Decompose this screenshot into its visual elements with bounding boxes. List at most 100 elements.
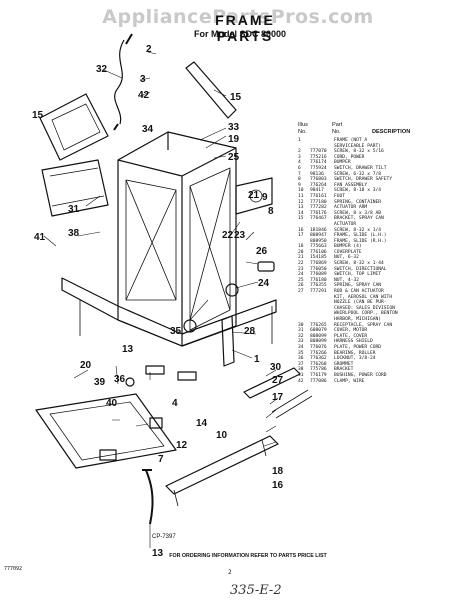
part-description: SCREW, 8 x 3/8 AB	[334, 210, 382, 216]
part-description: CLAMP, WIRE	[334, 378, 365, 384]
part-illus-no: 1	[298, 138, 301, 143]
part-number: 775924	[310, 165, 327, 171]
part-number: 776265	[310, 322, 327, 328]
part-illus-no: 14	[298, 210, 304, 216]
diagram-lines	[35, 33, 313, 548]
parts-row: ACTUATOR	[298, 222, 470, 228]
part-description: SWITCH, DIRECTIONAL	[334, 266, 387, 272]
callout-number: 20	[80, 360, 92, 371]
part-number: 776803	[310, 177, 327, 183]
part-illus-no: 20	[298, 249, 304, 255]
callout-number: 15	[230, 92, 242, 103]
callout-number: 42	[138, 90, 150, 101]
part-illus-no: 30	[298, 322, 304, 328]
slide-frame-legs	[173, 439, 267, 507]
part-illus-no: 8	[298, 177, 301, 183]
part-number: 776089	[310, 272, 327, 278]
spray-receptacle	[221, 315, 235, 367]
part-description: SWITCH, DRAWER TILT	[334, 165, 387, 171]
part-number: 776268	[310, 361, 327, 367]
fan-assembly	[235, 177, 273, 215]
part-number: 776176	[310, 210, 327, 216]
parts-row: KIT, AEROSOL CAN WITH	[298, 295, 470, 301]
part-description: FAN ASSEMBLY	[334, 182, 368, 188]
part-number: 775216	[310, 154, 327, 160]
part-description: COVER, MOTOR	[334, 328, 368, 334]
part-description: FOOT	[334, 193, 346, 199]
part-number: 777282	[310, 205, 327, 211]
cord-ends	[113, 33, 133, 131]
locknut	[125, 377, 135, 387]
callout-number: 21	[248, 190, 260, 201]
part-illus-no: 21	[298, 255, 304, 261]
part-number: 777291	[310, 289, 327, 295]
callout-number: 8	[268, 206, 274, 217]
part-illus-no: 32	[298, 333, 304, 339]
part-number: 808947	[310, 233, 327, 239]
part-description: SCREW, 6-32 x 7/8	[334, 171, 382, 177]
part-number: 776266	[310, 350, 327, 356]
callout-number: 17	[272, 392, 284, 403]
callout-number: 1	[254, 354, 260, 365]
callout-number: 36	[114, 374, 126, 385]
header-description: DESCRIPTION	[372, 129, 411, 135]
callout-number: 39	[94, 377, 106, 388]
part-illus-no: 27	[298, 289, 304, 295]
part-number: 776076	[310, 344, 327, 350]
base-posts	[79, 300, 273, 344]
part-description: SCREW, 8-32 x 1-44	[334, 261, 384, 267]
parts-row: SERVICEABLE PART)	[298, 144, 470, 150]
callout-number: 7	[158, 454, 164, 465]
part-illus-no: 9	[298, 182, 301, 188]
part-description: SWITCH, TOP LIMIT	[334, 272, 382, 278]
part-description: PLATE, COVER	[334, 333, 368, 339]
page-title: FRAME PARTS	[215, 12, 275, 44]
handwritten-note: 335-E-2	[230, 583, 282, 598]
header-part-no: No.	[332, 129, 341, 135]
part-description: FRAME (NOT A	[334, 138, 368, 143]
part-description: LOCKNUT, 3/8-24	[334, 356, 376, 362]
fan-hub	[249, 189, 263, 203]
page-number: 2	[228, 569, 232, 576]
part-number: 775786	[310, 367, 327, 373]
motor-cover-detail	[49, 167, 105, 207]
part-number: 776355	[310, 283, 327, 289]
form-code: 777092	[4, 566, 23, 572]
parts-row: HARBOR, MICHIGAN)	[298, 317, 470, 323]
part-illus-no: 16	[298, 227, 304, 233]
part-illus-no: 18	[298, 244, 304, 250]
drawer-tray-inner	[49, 401, 165, 461]
part-number: 808099	[310, 339, 327, 345]
part-description: PLATE, POWER CORD	[334, 344, 382, 350]
leader-lines	[43, 51, 279, 548]
actuator-rod-2	[271, 389, 313, 419]
callout-number: 23	[234, 230, 246, 241]
part-number: 776362	[310, 356, 327, 362]
part-description: SPRING, SPRAY CAN	[334, 283, 382, 289]
callout-number: 24	[258, 278, 270, 289]
part-illus-no: 31	[298, 328, 304, 334]
frame-panels	[125, 167, 231, 331]
callout-number: 31	[68, 204, 80, 215]
callout-number: 19	[228, 134, 240, 145]
part-description: BUSHING, POWER CORD	[334, 372, 387, 378]
part-illus-no: 38	[298, 367, 304, 373]
part-description: COVERPLATE	[334, 249, 362, 255]
part-number: 776174	[310, 160, 327, 166]
bumper-part	[149, 417, 163, 429]
drawing-code: CP-7397	[152, 534, 176, 540]
